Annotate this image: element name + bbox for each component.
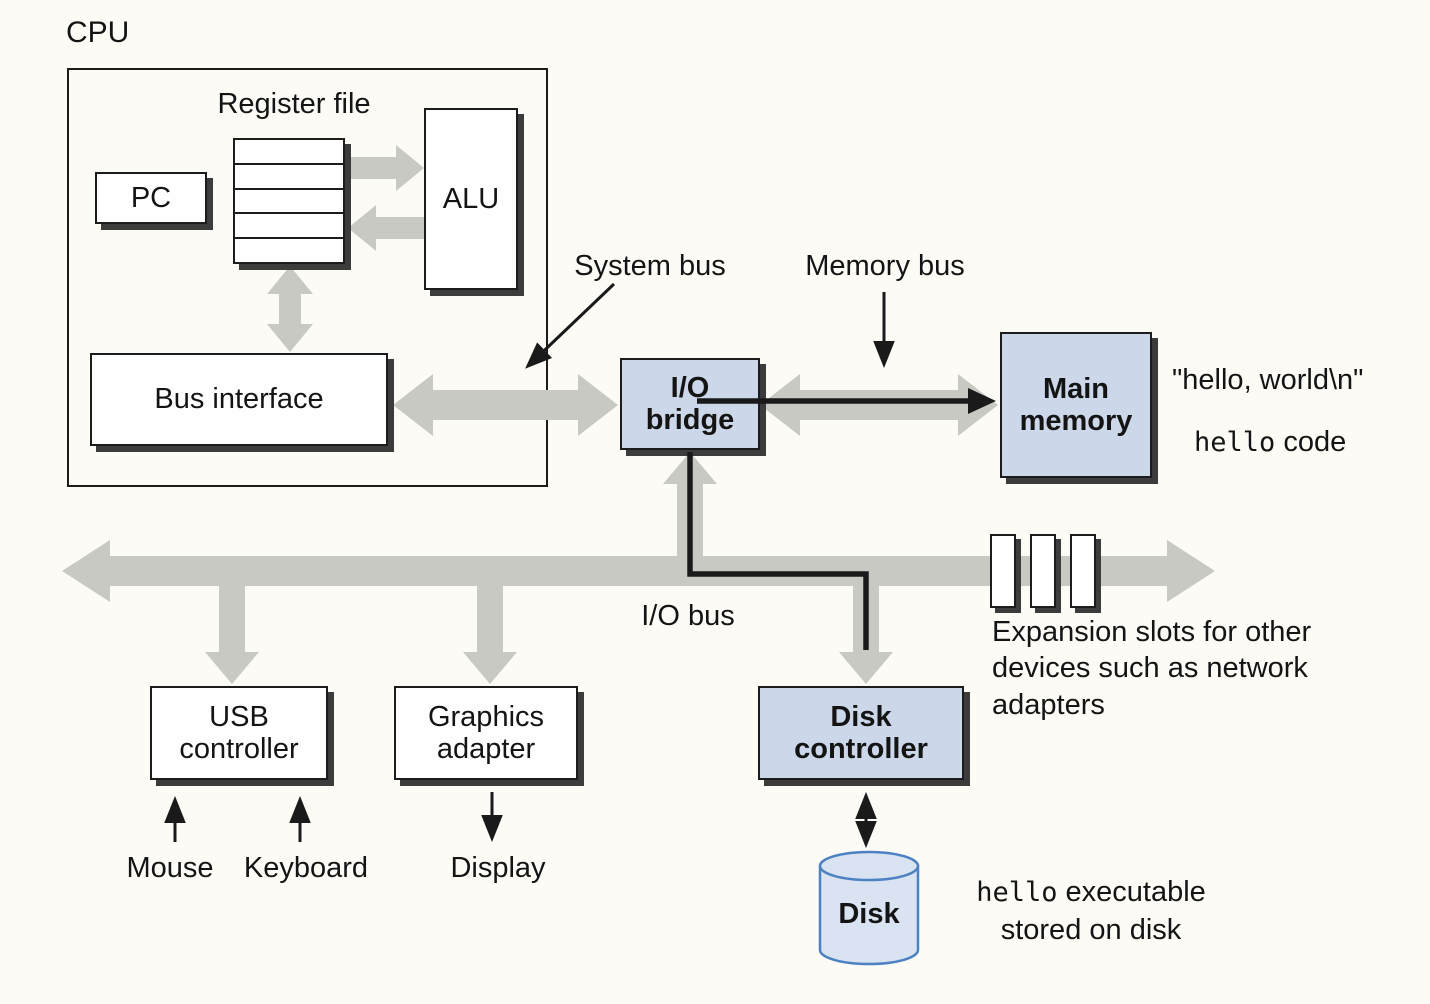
io-bridge-label-line1: I/O <box>670 371 710 404</box>
disk-cylinder-top <box>818 850 920 882</box>
main-memory-label-line2: memory <box>1019 405 1133 437</box>
bus-interface-label: Bus interface <box>154 383 324 416</box>
hello-code-rest: code <box>1275 426 1347 458</box>
io-bus-label: I/O bus <box>641 600 735 632</box>
hello-executable-annotation: hello executable stored on disk <box>943 874 1239 949</box>
hello-executable-mono: hello <box>976 877 1058 908</box>
usb-controller-box: USB controller <box>150 686 328 780</box>
disk-controller-label-line1: Disk <box>830 700 892 733</box>
keyboard-label: Keyboard <box>243 852 369 884</box>
pc-label: PC <box>130 181 172 214</box>
graphics-adapter-label-line1: Graphics <box>427 700 545 733</box>
bus-interface-box: Bus interface <box>90 353 388 446</box>
io-bus-to-usb-arrow <box>205 578 259 684</box>
hello-code-mono: hello <box>1194 427 1276 458</box>
cpu-label: CPU <box>66 16 130 49</box>
hello-executable-rest: executable <box>1057 876 1206 908</box>
mouse-label: Mouse <box>126 852 214 884</box>
hello-code-annotation: hello code <box>1194 426 1346 459</box>
alu-label: ALU <box>442 182 500 215</box>
expansion-slot <box>1070 534 1096 608</box>
expansion-slot <box>1030 534 1056 608</box>
io-bridge-label-line2: bridge <box>645 404 735 436</box>
main-memory-label-line1: Main <box>1042 372 1110 405</box>
register-file-label: Register file <box>217 88 371 120</box>
disk-label: Disk <box>838 898 900 930</box>
disk-controller-label-line2: controller <box>794 733 928 765</box>
expansion-slots-annotation: Expansion slots for other devices such a… <box>992 616 1312 721</box>
hello-world-annotation: "hello, world\n" <box>1172 364 1364 396</box>
bridge-to-memory-arrowhead <box>968 388 996 414</box>
io-bus-to-graphics-arrow <box>463 578 517 684</box>
register-row <box>235 140 343 165</box>
pc-box: PC <box>95 172 207 224</box>
register-row <box>235 239 343 262</box>
usb-controller-label-line2: controller <box>179 733 299 765</box>
graphics-adapter-box: Graphics adapter <box>394 686 578 780</box>
cpu-boundary <box>67 68 548 487</box>
disk-controller-box: Disk controller <box>758 686 964 780</box>
expansion-slot <box>990 534 1016 608</box>
io-bus-to-disk-controller-arrow <box>839 578 893 684</box>
register-file-box <box>233 138 345 264</box>
register-row <box>235 214 343 240</box>
io-bus-to-io-bridge-arrow <box>663 452 717 564</box>
alu-box: ALU <box>424 108 518 290</box>
io-bridge-box: I/O bridge <box>620 358 760 450</box>
memory-bus-label: Memory bus <box>805 250 965 282</box>
system-bus-label: System bus <box>574 250 726 282</box>
memory-bus-arrow <box>760 374 998 436</box>
usb-controller-label-line1: USB <box>209 700 269 733</box>
graphics-adapter-label-line2: adapter <box>436 733 536 765</box>
display-label: Display <box>450 852 546 884</box>
main-memory-box: Main memory <box>1000 332 1152 478</box>
stored-on-disk-label: stored on disk <box>1000 913 1182 946</box>
register-row <box>235 165 343 190</box>
register-row <box>235 190 343 215</box>
